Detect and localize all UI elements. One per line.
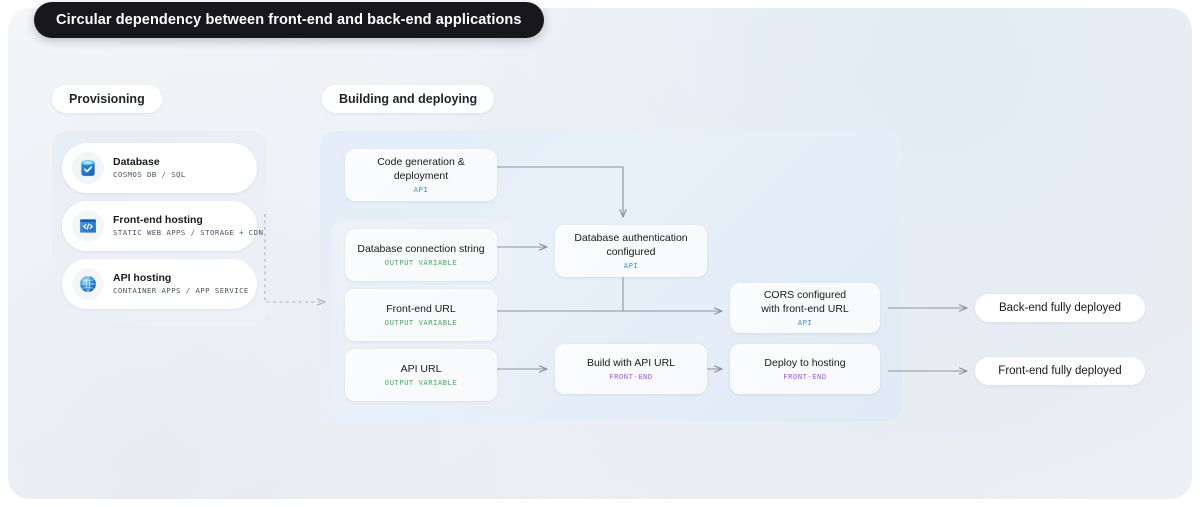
provisioning-card-title: Database bbox=[113, 155, 160, 168]
outcome-pill-front-end-fully-deployed[interactable]: Front-end fully deployed bbox=[975, 357, 1145, 385]
flow-node-cors-configured-with-front-end-url[interactable]: CORS configured with front-end URL API bbox=[730, 283, 880, 333]
provisioning-card-text: Front-end hosting STATIC WEB APPS / STOR… bbox=[113, 213, 264, 239]
provisioning-card-subtitle: COSMOS DB / SQL bbox=[113, 169, 186, 179]
flow-node-build-with-api-url[interactable]: Build with API URL FRONT-END bbox=[555, 344, 707, 394]
flow-node-title: API URL bbox=[400, 363, 442, 375]
flow-node-title: Database connection string bbox=[357, 243, 485, 255]
flow-node-title-line2: deployment bbox=[393, 170, 449, 182]
provisioning-card-title: API hosting bbox=[113, 271, 172, 284]
provisioning-card-database[interactable]: Database COSMOS DB / SQL bbox=[62, 143, 257, 193]
flow-node-title: Front-end URL bbox=[386, 303, 456, 315]
flow-node-title: CORS configured bbox=[763, 289, 847, 301]
flow-node-title-line2: configured bbox=[606, 246, 656, 258]
flow-node-deploy-to-hosting[interactable]: Deploy to hosting FRONT-END bbox=[730, 344, 880, 394]
flow-node-database-connection-string[interactable]: Database connection string OUTPUT VARIAB… bbox=[345, 229, 497, 281]
flow-node-tag: API bbox=[413, 185, 429, 194]
flow-node-database-authentication-configured[interactable]: Database authentication configured API bbox=[555, 225, 707, 277]
section-label-building-and-deploying: Building and deploying bbox=[322, 85, 495, 113]
flow-node-tag: FRONT-END bbox=[609, 372, 653, 381]
flow-node-title: Build with API URL bbox=[586, 357, 676, 369]
section-label-provisioning: Provisioning bbox=[52, 85, 162, 113]
diagram-title-chip: Circular dependency between front-end an… bbox=[34, 2, 544, 38]
flow-node-tag: API bbox=[797, 318, 813, 327]
code-window-icon bbox=[72, 210, 104, 242]
flow-node-code-generation-deployment[interactable]: Code generation & deployment API bbox=[345, 149, 497, 201]
provisioning-card-text: Database COSMOS DB / SQL bbox=[113, 156, 186, 181]
outcome-pill-back-end-fully-deployed[interactable]: Back-end fully deployed bbox=[975, 294, 1145, 322]
database-icon bbox=[72, 152, 104, 184]
flow-node-tag: API bbox=[623, 261, 639, 270]
flow-node-tag: OUTPUT VARIABLE bbox=[384, 318, 458, 327]
flow-node-front-end-url[interactable]: Front-end URL OUTPUT VARIABLE bbox=[345, 289, 497, 341]
flow-node-api-url[interactable]: API URL OUTPUT VARIABLE bbox=[345, 349, 497, 401]
provisioning-card-subtitle: CONTAINER APPS / APP SERVICE bbox=[113, 285, 249, 295]
flow-node-title: Database authentication bbox=[574, 232, 688, 244]
provisioning-card-text: API hosting CONTAINER APPS / APP SERVICE bbox=[113, 272, 249, 297]
provisioning-card-title: Front-end hosting bbox=[113, 213, 203, 226]
provisioning-card-subtitle: STATIC WEB APPS / STORAGE + CDN bbox=[113, 227, 264, 237]
provisioning-card-front-end-hosting[interactable]: Front-end hosting STATIC WEB APPS / STOR… bbox=[62, 201, 264, 251]
flow-node-title-line2: with front-end URL bbox=[761, 303, 849, 315]
flow-node-title: Deploy to hosting bbox=[764, 357, 846, 369]
flow-node-tag: OUTPUT VARIABLE bbox=[384, 378, 458, 387]
globe-icon bbox=[72, 268, 104, 300]
provisioning-panel: Database COSMOS DB / SQL Front- bbox=[52, 131, 267, 326]
flow-node-tag: OUTPUT VARIABLE bbox=[384, 258, 458, 267]
provisioning-card-api-hosting[interactable]: API hosting CONTAINER APPS / APP SERVICE bbox=[62, 259, 257, 309]
flow-node-tag: FRONT-END bbox=[783, 372, 827, 381]
flow-node-title: Code generation & bbox=[377, 156, 465, 168]
